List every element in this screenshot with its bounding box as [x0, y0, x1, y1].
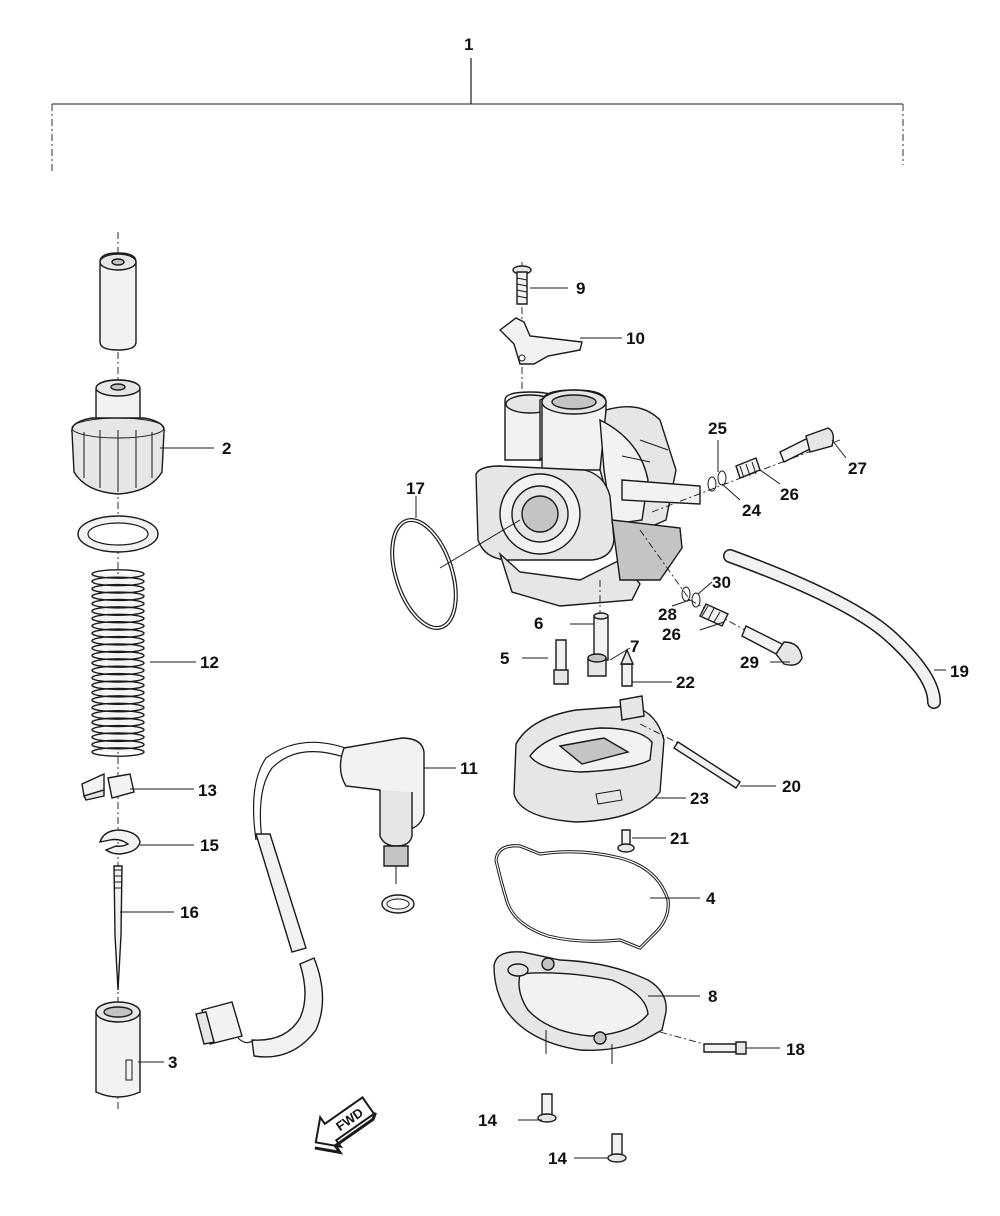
- pilot-screw-set: [651, 427, 841, 513]
- float-pin-part: [639, 723, 741, 789]
- spring-coil: [91, 591, 145, 602]
- spring-coil: [91, 687, 145, 698]
- callout-14-left: 14: [478, 1111, 497, 1130]
- callout-22: 22: [676, 673, 695, 692]
- callout-2: 2: [222, 439, 231, 458]
- bowl-screw-left-part: [537, 1093, 557, 1123]
- cable-adjuster-part: [99, 252, 137, 351]
- fwd-direction-arrow: FWD: [314, 1096, 377, 1155]
- jets-set: [553, 580, 635, 687]
- needle-retainer-part: [81, 772, 135, 801]
- float-part: [513, 695, 665, 823]
- spring-coil: [91, 747, 145, 757]
- bracket-part: [498, 317, 583, 365]
- callout-28: 28: [658, 605, 677, 624]
- spring-coil: [91, 621, 145, 631]
- spring-coil: [91, 724, 145, 735]
- spring-coil: [91, 583, 145, 594]
- callout-9: 9: [576, 279, 585, 298]
- spring-coil: [91, 710, 145, 720]
- spring-coil: [91, 628, 145, 639]
- callout-8: 8: [708, 987, 717, 1006]
- callout-5: 5: [500, 649, 509, 668]
- callout-7: 7: [630, 637, 639, 656]
- jet-needle-part: [113, 865, 123, 991]
- spring-coil: [91, 680, 145, 691]
- spring-coil: [91, 695, 145, 705]
- callout-23: 23: [690, 789, 709, 808]
- spring-coil: [91, 672, 145, 683]
- spring-coil: [91, 717, 145, 728]
- float-bowl-gasket-part: [494, 844, 670, 950]
- spring-coil: [91, 576, 145, 587]
- callout-27: 27: [848, 459, 867, 478]
- callout-30: 30: [712, 573, 731, 592]
- callout-19: 19: [950, 662, 969, 681]
- spring-coil: [91, 598, 145, 609]
- float-bowl-part: [493, 951, 667, 1064]
- callout-21: 21: [670, 829, 689, 848]
- spring-coil: [91, 569, 145, 579]
- top-screw-part: [512, 265, 532, 305]
- assembly-bracket: [51, 58, 904, 172]
- bowl-screw-right-part: [607, 1133, 627, 1163]
- spring-coil: [91, 643, 145, 654]
- callout-12: 12: [200, 653, 219, 672]
- spring-coil: [91, 702, 145, 713]
- spring-coil: [91, 739, 145, 750]
- vent-hose-part: [723, 549, 941, 709]
- cap-gasket-part: [77, 515, 159, 553]
- throttle-spring-part: [91, 569, 145, 757]
- spring-coil: [91, 635, 145, 646]
- callout-26-top: 26: [780, 485, 799, 504]
- intake-o-ring-part: [390, 518, 458, 630]
- callout-18: 18: [786, 1040, 805, 1059]
- callout-14-right: 14: [548, 1149, 567, 1168]
- callout-6: 6: [534, 614, 543, 633]
- callout-24: 24: [742, 501, 761, 520]
- callout-26-bottom: 26: [662, 625, 681, 644]
- callout-16: 16: [180, 903, 199, 922]
- drain-screw-part: [659, 1031, 747, 1055]
- float-screw-part: [617, 829, 635, 853]
- callout-3: 3: [168, 1053, 177, 1072]
- callout-numbers: 1 2 3 4 5 6 7 8 9 10 11 12 13 14 14 15 1…: [168, 35, 969, 1168]
- spring-coil: [91, 732, 145, 743]
- auto-choke-part: [195, 737, 425, 1058]
- callout-15: 15: [200, 836, 219, 855]
- carburetor-body-part: [475, 262, 701, 607]
- callout-4: 4: [706, 889, 716, 908]
- throttle-slide-part: [95, 1001, 141, 1098]
- callout-29: 29: [740, 653, 759, 672]
- callout-11: 11: [460, 759, 478, 778]
- callout-17: 17: [406, 479, 425, 498]
- spring-coil: [91, 650, 145, 661]
- callout-25: 25: [708, 419, 727, 438]
- callout-1: 1: [464, 35, 473, 54]
- callout-20: 20: [782, 777, 801, 796]
- spring-coil: [91, 606, 145, 616]
- callout-13: 13: [198, 781, 217, 800]
- callout-10: 10: [626, 329, 645, 348]
- spring-coil: [91, 658, 145, 668]
- carburetor-cap-part: [71, 379, 165, 495]
- e-clip-part: [98, 829, 141, 855]
- idle-screw-set: [639, 529, 803, 666]
- spring-coil: [91, 613, 145, 624]
- spring-coil: [91, 665, 145, 676]
- leader-lines: [120, 287, 946, 1159]
